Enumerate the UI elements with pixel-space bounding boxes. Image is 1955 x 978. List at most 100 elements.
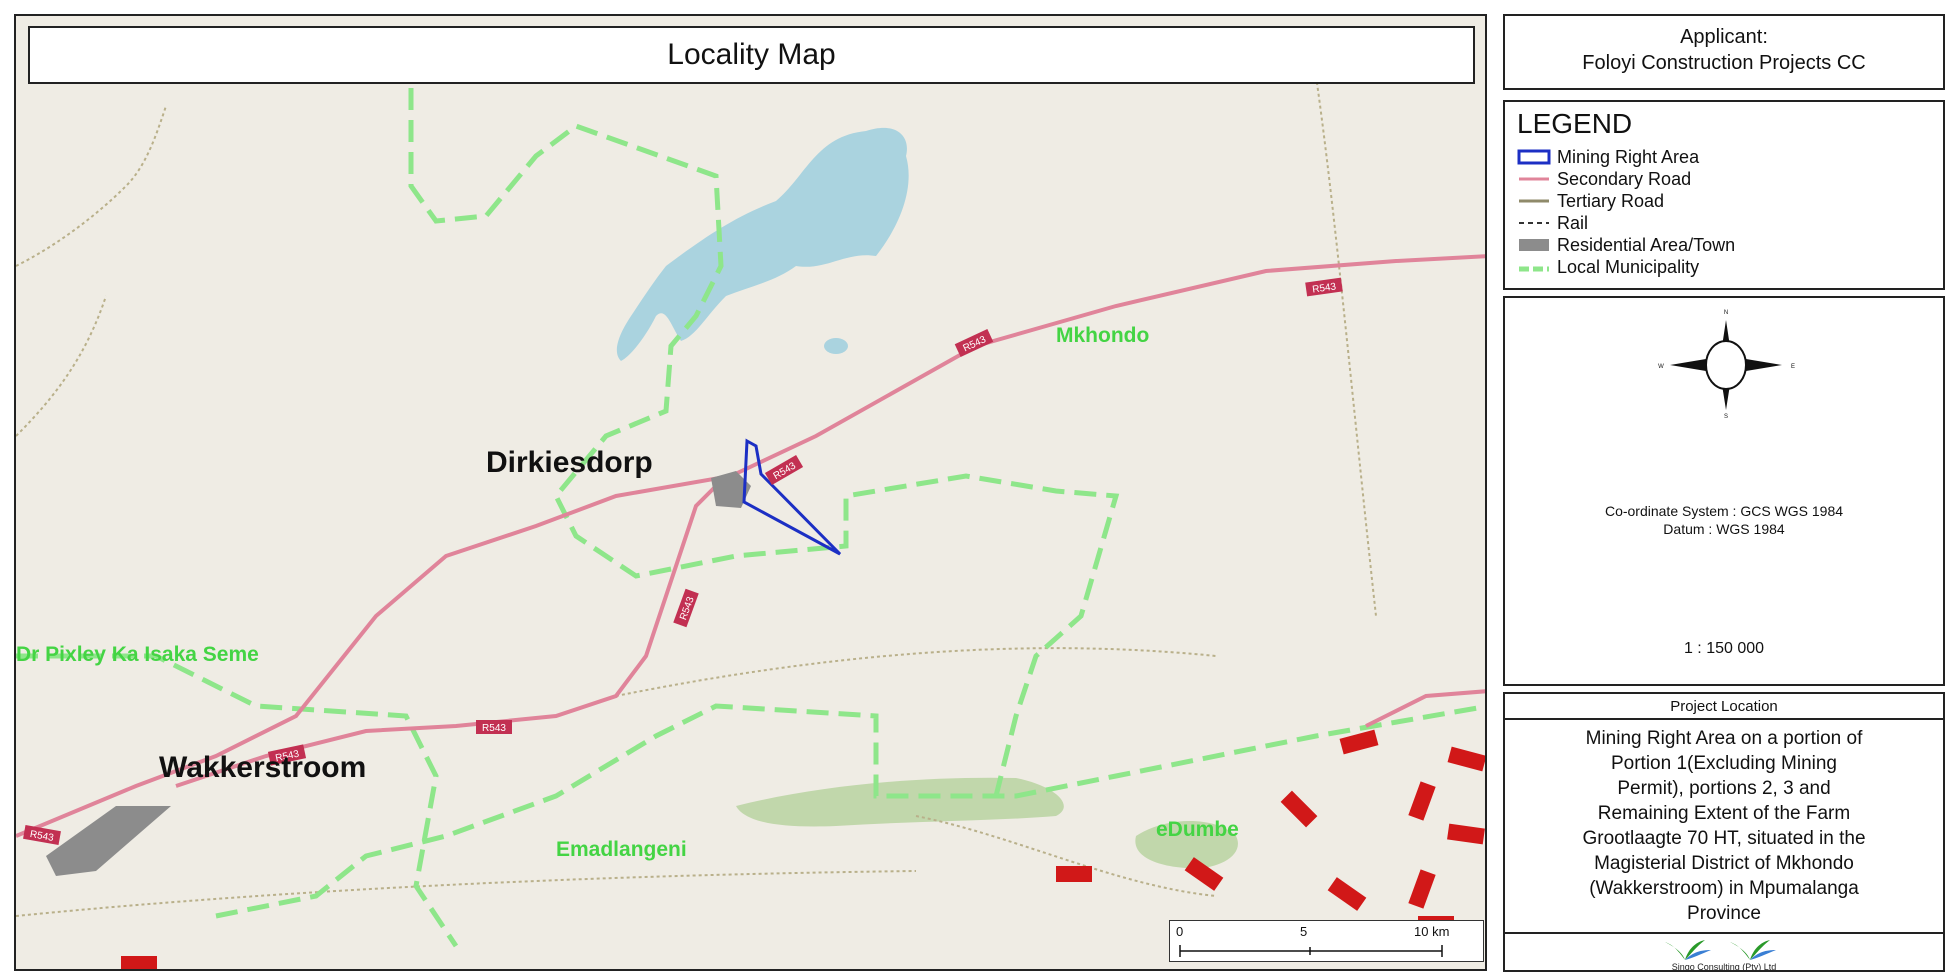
road-shield — [764, 454, 804, 486]
green-area-east — [1135, 821, 1238, 869]
project-location-line: Grootlaagte 70 HT, situated in the — [1582, 828, 1866, 849]
road-shields — [23, 277, 1343, 846]
north-label: N — [1724, 310, 1728, 316]
legend-symbol-residential — [1519, 239, 1549, 251]
legend-label: Tertiary Road — [1557, 190, 1665, 211]
boundary-south — [215, 703, 1485, 919]
road-r543-main — [16, 254, 1485, 838]
road-shield — [954, 329, 994, 357]
project-location-line: Mining Right Area on a portion of — [1585, 728, 1863, 749]
town-dirkiesdorp-area — [711, 471, 751, 508]
legend-item-local-municipality: Local Municipality — [1517, 256, 1931, 278]
legend-label: Residential Area/Town — [1557, 234, 1736, 255]
tertiary-road-4 — [615, 647, 1217, 697]
road-r543-east — [1365, 689, 1485, 728]
project-location-line: Remaining Extent of the Farm — [1597, 803, 1851, 824]
road-shield — [476, 720, 512, 734]
boundary-west — [16, 653, 459, 948]
datum-line: Datum : WGS 1984 — [1663, 521, 1785, 537]
municipality-label-edumbe: eDumbe — [1156, 818, 1239, 841]
company-logo-icon — [1665, 940, 1776, 960]
legend-symbol-secondary-road — [1519, 177, 1549, 181]
municipality-label-emadlangeni: Emadlangeni — [556, 838, 687, 861]
town-label-wakkerstroom: Wakkerstroom — [159, 751, 367, 784]
town-label-dirkiesdorp: Dirkiesdorp — [486, 446, 653, 479]
legend-symbol-tertiary-road — [1519, 199, 1549, 203]
legend-symbol-municipality — [1519, 266, 1549, 272]
legend-symbol-mining-area — [1517, 149, 1551, 165]
coordinate-system-info: Co-ordinate System : GCS WGS 1984 Datum … — [1505, 502, 1943, 538]
tertiary-road-2 — [16, 295, 107, 437]
applicant-label: Applicant: — [1680, 26, 1768, 48]
map-title-box: Locality Map — [28, 26, 1475, 84]
north-arrow-icon: N S E W — [1658, 310, 1795, 418]
legend-box: LEGEND Mining Right Area Secondary Road … — [1503, 100, 1945, 290]
legend-label: Mining Right Area — [1557, 146, 1700, 167]
legend-symbol-rail — [1519, 222, 1549, 224]
map-title: Locality Map — [667, 38, 836, 71]
highway-marker — [1056, 866, 1092, 882]
dam-water-body — [616, 127, 909, 361]
green-area-edumbe — [736, 777, 1064, 827]
municipality-boundaries — [16, 56, 1485, 948]
project-location-box: Mining Right Area on a portion of Portio… — [1503, 718, 1945, 958]
north-arrow-box: N S E W Co-ordinate System : GCS WGS 198… — [1503, 296, 1945, 686]
tertiary-road-1 — [16, 105, 167, 267]
road-shield-label: R543 — [29, 829, 55, 844]
road-shield — [23, 824, 61, 846]
coordinate-system-line: Co-ordinate System : GCS WGS 1984 — [1604, 503, 1844, 519]
west-label: W — [1658, 364, 1664, 370]
legend-title: LEGEND — [1517, 108, 1633, 139]
legend-item-mining-right-area: Mining Right Area — [1517, 146, 1931, 168]
project-location-line: (Wakkerstroom) in Mpumalanga — [1589, 878, 1859, 899]
highway-marker — [1339, 729, 1379, 755]
road-shield-label: R543 — [482, 723, 506, 734]
project-location-line: Portion 1(Excluding Mining — [1610, 753, 1837, 774]
legend-label: Secondary Road — [1557, 168, 1692, 189]
tertiary-road-3 — [1315, 75, 1377, 617]
tertiary-roads — [16, 75, 1377, 917]
highway-marker — [1280, 790, 1318, 828]
company-logo-box: Singo Consulting (Pty) Ltd — [1503, 932, 1945, 972]
tertiary-road-6 — [915, 815, 1217, 897]
scale-bar-label-0: 0 — [1176, 924, 1184, 939]
municipality-label-mkhondo: Mkhondo — [1056, 324, 1150, 347]
tertiary-road-5 — [16, 870, 917, 917]
company-logo-text: Singo Consulting (Pty) Ltd — [1671, 962, 1777, 972]
municipality-label-dr-pixley: Dr Pixley Ka Isaka Seme — [16, 643, 259, 666]
project-location-heading: Project Location — [1503, 692, 1945, 720]
highway-marker — [1408, 781, 1436, 821]
legend-label: Local Municipality — [1557, 256, 1700, 277]
road-r543-south — [175, 484, 718, 788]
road-shield-label: R543 — [274, 749, 300, 765]
boundary-north — [408, 56, 1120, 797]
legend-item-secondary-road: Secondary Road — [1517, 168, 1931, 190]
east-label: E — [1791, 364, 1795, 370]
road-shield — [673, 588, 699, 628]
south-label: S — [1724, 414, 1728, 418]
legend-item-tertiary-road: Tertiary Road — [1517, 190, 1931, 212]
scale-bar-graphic — [1179, 945, 1443, 957]
road-shield-label: R543 — [678, 595, 697, 622]
project-location-line: Permit), portions 2, 3 and — [1617, 778, 1831, 799]
scale-bar-label-5: 5 — [1300, 924, 1308, 939]
road-shield-label: R543 — [1312, 281, 1338, 295]
road-shield — [1305, 277, 1343, 297]
small-dam — [824, 338, 848, 354]
highway-marker — [1408, 869, 1436, 909]
highway-marker — [1447, 746, 1485, 772]
highway-marker — [1327, 877, 1367, 911]
highway-marker — [121, 956, 157, 969]
mining-right-area[interactable] — [742, 438, 842, 556]
project-location-line: Magisterial District of Mkhondo — [1594, 853, 1854, 874]
legend-item-rail: Rail — [1517, 212, 1931, 234]
secondary-roads — [16, 254, 1485, 838]
road-shield-label: R543 — [961, 334, 988, 354]
map-scale: 1 : 150 000 — [1683, 640, 1765, 657]
highway-marker — [1447, 823, 1485, 845]
road-shield — [267, 744, 307, 766]
project-location-line: Province — [1687, 903, 1761, 924]
